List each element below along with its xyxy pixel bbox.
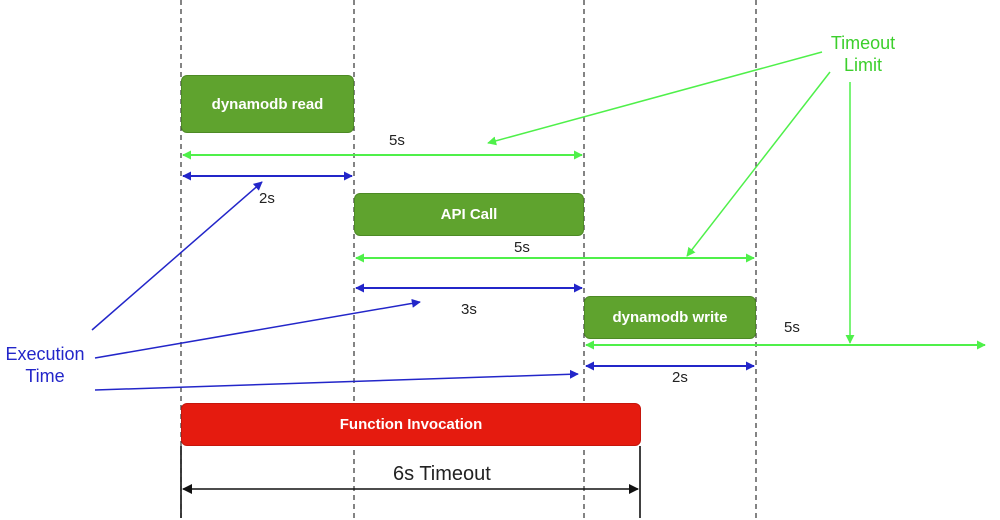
function-invocation-label: Function Invocation xyxy=(339,416,483,433)
api-timeout-label: 5s xyxy=(514,239,530,256)
timeout-limit-line2: Limit xyxy=(843,55,882,75)
execution-time-label: Execution Time xyxy=(0,343,90,387)
timeout-limit-line1: Timeout xyxy=(830,33,896,53)
read-timeout-label: 5s xyxy=(389,132,405,149)
dynamodb-read-label: dynamodb read xyxy=(211,95,324,113)
timeout-pointer-1 xyxy=(487,51,823,146)
function-invocation-box: Function Invocation xyxy=(181,403,641,446)
timeout-limit-label: Timeout Limit xyxy=(818,32,908,76)
dynamodb-read-box: dynamodb read xyxy=(181,75,354,133)
api-call-label: API Call xyxy=(440,206,498,223)
timeout-pointer-2 xyxy=(686,71,831,257)
execution-time-line1: Execution xyxy=(5,344,85,364)
write-exec-label: 2s xyxy=(672,369,688,386)
api-call-box: API Call xyxy=(354,193,584,236)
api-exec-label: 3s xyxy=(461,301,477,318)
dynamodb-write-box: dynamodb write xyxy=(584,296,756,339)
exec-pointer-2 xyxy=(94,298,421,359)
exec-pointer-1 xyxy=(91,181,263,331)
read-exec-label: 2s xyxy=(259,190,275,207)
execution-time-line2: Time xyxy=(25,366,65,386)
write-timeout-label: 5s xyxy=(784,319,800,336)
function-timeout-label: 6s Timeout xyxy=(393,463,491,485)
exec-pointer-3 xyxy=(94,369,579,391)
dynamodb-write-label: dynamodb write xyxy=(612,309,728,326)
